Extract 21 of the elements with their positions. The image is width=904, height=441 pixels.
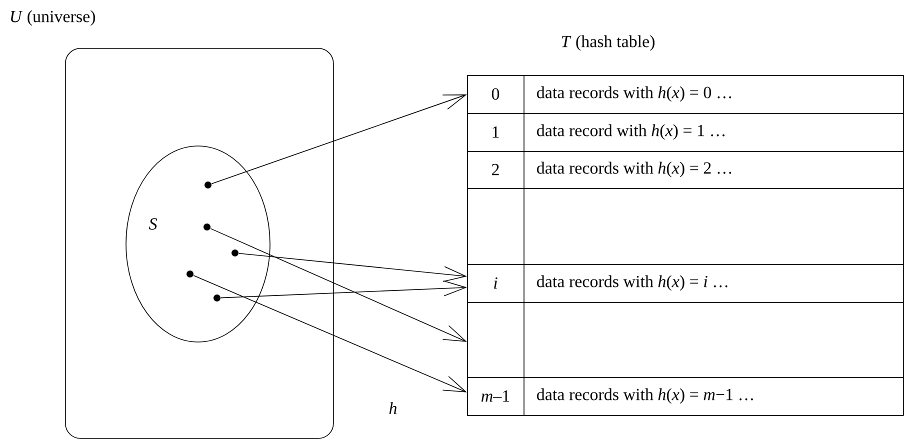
- arrow: [238, 252, 467, 282]
- point-dot: [204, 224, 210, 230]
- point-dot: [214, 294, 220, 302]
- function-label: h: [389, 402, 397, 414]
- point-dot: [232, 250, 238, 256]
- empty-row: [467, 188, 904, 265]
- arrow: [193, 275, 467, 392]
- table-row: 0 data records with h(x) = 0 …: [467, 74, 904, 114]
- point-dot: [186, 270, 194, 278]
- point-dot: [204, 182, 212, 188]
- table-row: 2 data records with h(x) = 2 …: [467, 150, 904, 189]
- empty-row: [467, 302, 904, 378]
- table-row: m–1 data records with h(x) = m−1 …: [467, 376, 904, 416]
- arrow: [210, 228, 467, 342]
- table-row: i data records with h(x) = i …: [467, 264, 904, 303]
- set-label: S: [148, 218, 157, 230]
- table-row: 1 data record with h(x) = 1 …: [467, 112, 904, 152]
- heading: U (universe): [10, 10, 96, 26]
- arrow: [211, 94, 467, 184]
- arrow: [220, 280, 467, 298]
- heading: T (hash table): [562, 35, 654, 51]
